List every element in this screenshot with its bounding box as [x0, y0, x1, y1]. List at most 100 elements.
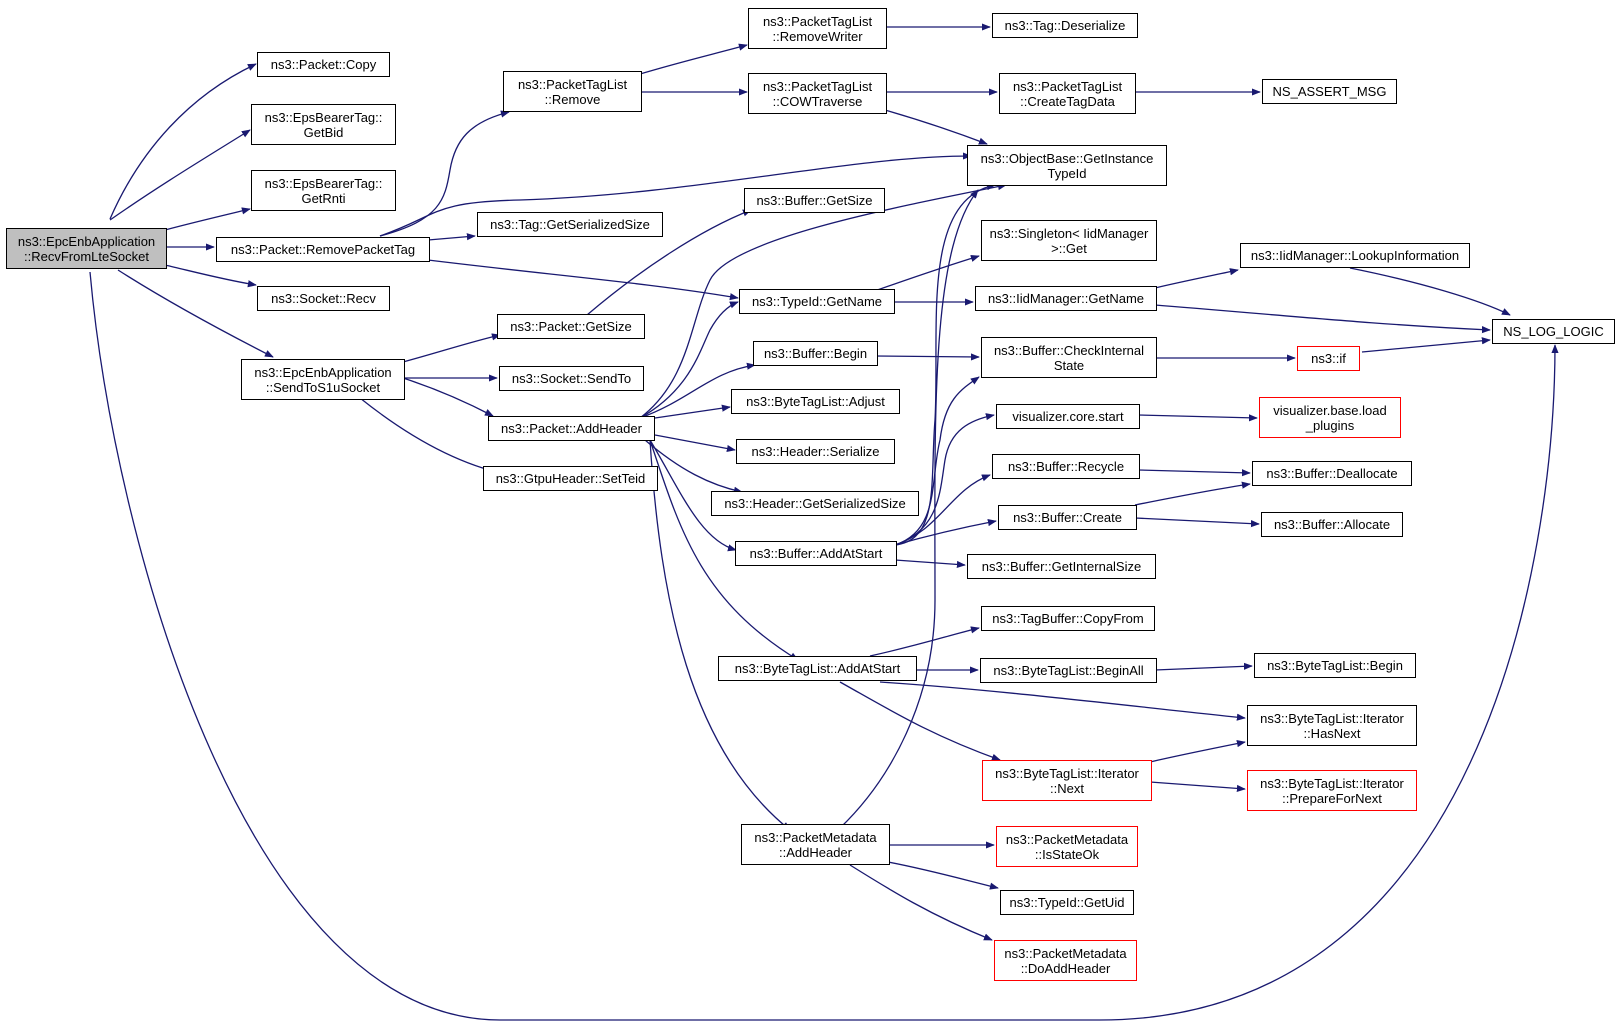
node-tagbuffer-copyfrom[interactable]: ns3::TagBuffer::CopyFrom — [981, 606, 1155, 631]
node-epsbearertag-getrnti[interactable]: ns3::EpsBearerTag:: GetRnti — [251, 170, 396, 211]
node-label: ns3::Socket::Recv — [271, 291, 376, 306]
edge-addatstart-recycle — [894, 474, 991, 546]
node-visualizer-base-load-plugins[interactable]: visualizer.base.load _plugins — [1259, 397, 1401, 438]
node-buffer-getsize[interactable]: ns3::Buffer::GetSize — [744, 188, 885, 213]
node-packet-removepackettag[interactable]: ns3::Packet::RemovePacketTag — [216, 237, 430, 262]
node-label: ::HasNext — [1303, 725, 1361, 741]
node-label: ::IsStateOk — [1034, 846, 1100, 862]
node-packetmetadata-addheader[interactable]: ns3::PacketMetadata ::AddHeader — [741, 824, 890, 865]
edge-addheader-adjust — [654, 404, 731, 419]
node-label: ns3::Buffer::GetInternalSize — [981, 559, 1142, 574]
edge-beginall-begin — [1154, 662, 1253, 671]
node-typeid-getname[interactable]: ns3::TypeId::GetName — [739, 289, 895, 314]
node-label: ns3::Buffer::Recycle — [1007, 459, 1125, 474]
node-label: >::Get — [1051, 240, 1087, 256]
node-iidmanager-lookupinformation[interactable]: ns3::IidManager::LookupInformation — [1240, 243, 1470, 268]
node-label: ns3::if — [1311, 351, 1346, 366]
node-sendtos1usocket[interactable]: ns3::EpcEnbApplication ::SendToS1uSocket — [241, 359, 405, 400]
node-buffer-deallocate[interactable]: ns3::Buffer::Deallocate — [1252, 461, 1412, 486]
edge-root-recv — [164, 264, 257, 288]
node-label: ns3::Buffer::CheckInternal — [993, 342, 1145, 358]
node-packettaglist-cowtraverse[interactable]: ns3::PacketTagList ::COWTraverse — [748, 73, 887, 114]
edge-addheader-hdrgetserializedsize — [644, 439, 743, 494]
edge-removepackettag-remove — [379, 110, 510, 237]
node-socket-sendto[interactable]: ns3::Socket::SendTo — [499, 366, 644, 391]
node-label: ns3::Packet::RemovePacketTag — [230, 242, 416, 257]
node-buffer-begin[interactable]: ns3::Buffer::Begin — [753, 341, 878, 366]
node-label: ::DoAddHeader — [1020, 960, 1111, 976]
edge-root-nslog — [89, 271, 1559, 1021]
node-ns-assert-msg[interactable]: NS_ASSERT_MSG — [1262, 79, 1397, 104]
node-packet-copy[interactable]: ns3::Packet::Copy — [257, 52, 390, 77]
node-objectbase-getinstancetypeid[interactable]: ns3::ObjectBase::GetInstance TypeId — [967, 145, 1167, 186]
node-typeid-getuid[interactable]: ns3::TypeId::GetUid — [1000, 890, 1134, 915]
node-gtpuheader-setteid[interactable]: ns3::GtpuHeader::SetTeid — [483, 466, 658, 491]
node-packetmetadata-isstateok[interactable]: ns3::PacketMetadata ::IsStateOk — [996, 826, 1138, 867]
node-label: ns3::Packet::AddHeader — [501, 421, 642, 436]
node-iterator-hasnext[interactable]: ns3::ByteTagList::Iterator ::HasNext — [1247, 705, 1417, 746]
edge-pmaddheader-doaddheader — [849, 864, 993, 941]
node-epsbearertag-getbid[interactable]: ns3::EpsBearerTag:: GetBid — [251, 104, 396, 145]
node-packettaglist-remove[interactable]: ns3::PacketTagList ::Remove — [503, 71, 642, 112]
node-label: ns3::ByteTagList::AddAtStart — [734, 661, 901, 676]
node-iidmanager-getname[interactable]: ns3::IidManager::GetName — [975, 286, 1157, 311]
node-bytetaglist-begin[interactable]: ns3::ByteTagList::Begin — [1254, 653, 1416, 678]
edge-addatstart-create — [894, 519, 997, 546]
node-visualizer-core-start[interactable]: visualizer.core.start — [996, 404, 1140, 429]
node-bytetaglist-adjust[interactable]: ns3::ByteTagList::Adjust — [731, 389, 900, 414]
node-buffer-recycle[interactable]: ns3::Buffer::Recycle — [992, 454, 1140, 479]
node-label: ns3::PacketTagList — [762, 78, 873, 94]
node-label: ns3::Tag::Deserialize — [1004, 18, 1126, 33]
node-label: ::RecvFromLteSocket — [24, 248, 149, 264]
node-label: ns3::EpsBearerTag:: — [264, 109, 383, 125]
node-ns-log-logic[interactable]: NS_LOG_LOGIC — [1492, 319, 1615, 344]
node-packet-getsize[interactable]: ns3::Packet::GetSize — [497, 314, 645, 339]
node-buffer-getinternalsize[interactable]: ns3::Buffer::GetInternalSize — [967, 554, 1156, 579]
node-label: ns3::Buffer::Create — [1013, 510, 1122, 525]
node-ns3-if[interactable]: ns3::if — [1297, 346, 1360, 371]
node-label: ns3::Buffer::AddAtStart — [749, 546, 883, 561]
node-header-getserializedsize[interactable]: ns3::Header::GetSerializedSize — [711, 491, 919, 516]
node-label: ns3::Packet::Copy — [270, 57, 377, 72]
node-label: ::SendToS1uSocket — [265, 379, 381, 395]
node-buffer-allocate[interactable]: ns3::Buffer::Allocate — [1261, 512, 1403, 537]
node-bytetaglist-beginall[interactable]: ns3::ByteTagList::BeginAll — [980, 658, 1157, 683]
edge-removepackettag-typeidgetname — [427, 259, 739, 301]
node-label: ns3::Buffer::Allocate — [1273, 517, 1391, 532]
node-iterator-prepareforenext[interactable]: ns3::ByteTagList::Iterator ::PrepareForN… — [1247, 770, 1417, 811]
node-label: ::Next — [1050, 780, 1084, 796]
edge-removepackettag-getserializedsize — [427, 233, 476, 241]
node-label: ns3::Buffer::Begin — [763, 346, 868, 361]
node-label: ns3::Buffer::Deallocate — [1266, 466, 1398, 481]
node-buffer-addatstart[interactable]: ns3::Buffer::AddAtStart — [735, 541, 897, 566]
node-label: ns3::GtpuHeader::SetTeid — [495, 471, 646, 486]
node-socket-recv[interactable]: ns3::Socket::Recv — [257, 286, 390, 311]
edge-sendtos1u-setteid — [359, 397, 506, 476]
edge-corestart-loadplugins — [1137, 414, 1258, 422]
node-label: ns3::Socket::SendTo — [511, 371, 632, 386]
node-iterator-next[interactable]: ns3::ByteTagList::Iterator ::Next — [982, 760, 1152, 801]
node-label: ns3::TagBuffer::CopyFrom — [992, 611, 1144, 626]
edge-bufferbegin-checkinternalstate — [874, 353, 980, 361]
node-label: ns3::Singleton< IidManager — [989, 225, 1149, 241]
node-header-serialize[interactable]: ns3::Header::Serialize — [736, 439, 895, 464]
node-packettaglist-createtagdata[interactable]: ns3::PacketTagList ::CreateTagData — [999, 73, 1136, 114]
node-buffer-create[interactable]: ns3::Buffer::Create — [998, 505, 1137, 530]
node-tag-deserialize[interactable]: ns3::Tag::Deserialize — [992, 13, 1138, 38]
node-packettaglist-removewriter[interactable]: ns3::PacketTagList ::RemoveWriter — [748, 8, 887, 49]
node-singleton-get[interactable]: ns3::Singleton< IidManager >::Get — [981, 220, 1157, 261]
node-bytetaglist-addatstart[interactable]: ns3::ByteTagList::AddAtStart — [718, 656, 917, 681]
node-packet-addheader[interactable]: ns3::Packet::AddHeader — [488, 416, 655, 441]
edge-next-prepare — [1149, 781, 1246, 792]
node-label: GetBid — [303, 124, 344, 140]
node-label: ns3::PacketTagList — [1012, 78, 1123, 94]
node-packetmetadata-doaddheader[interactable]: ns3::PacketMetadata ::DoAddHeader — [994, 940, 1137, 981]
node-tag-getserializedsize[interactable]: ns3::Tag::GetSerializedSize — [477, 212, 663, 237]
node-label: ns3::TypeId::GetName — [751, 294, 883, 309]
edge-getsize-buffergetsize — [586, 209, 752, 316]
node-buffer-checkinternalstate[interactable]: ns3::Buffer::CheckInternal State — [981, 337, 1157, 378]
edge-recycle-deallocate — [1137, 469, 1251, 477]
edge-create-allocate — [1134, 517, 1260, 528]
edge-addheader-bytetaglistaddatstart — [649, 439, 799, 661]
